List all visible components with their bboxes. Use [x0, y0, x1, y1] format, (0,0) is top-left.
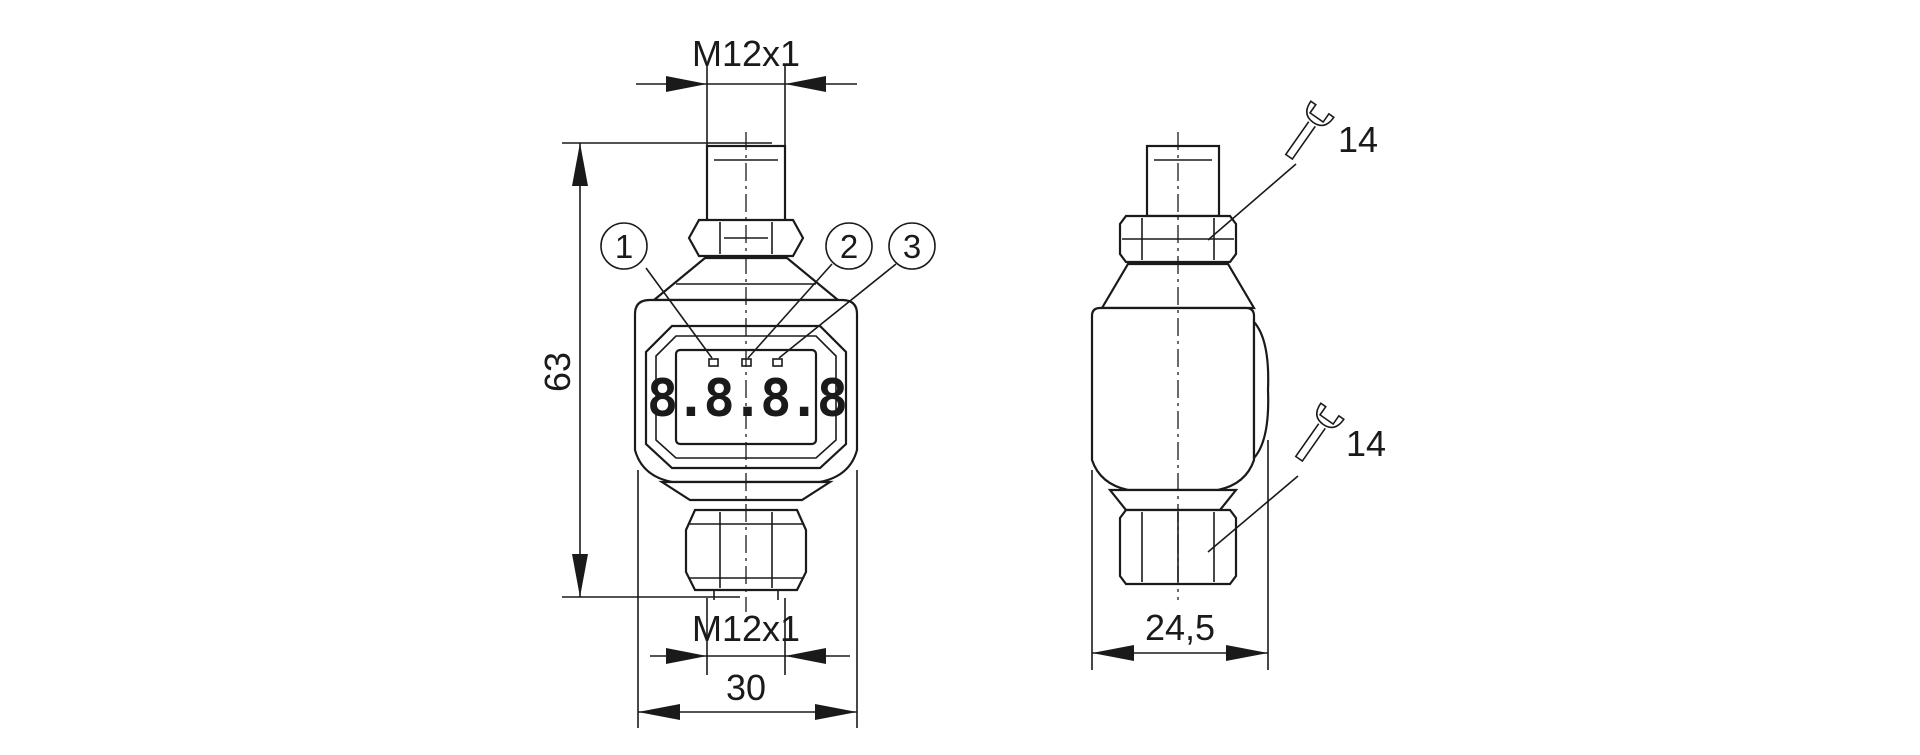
side-display-bulge [1252, 319, 1270, 461]
wrench-icon-top [1284, 100, 1335, 161]
side-top-thread-stub [1145, 144, 1221, 218]
front-view: 8.8.8.8 1 2 3 M12x1 [537, 33, 936, 728]
dim-thread-top: M12x1 [692, 33, 800, 74]
dim-height: 63 [537, 352, 578, 392]
side-view: 14 14 24,5 [1090, 100, 1386, 670]
side-lower-neck [1107, 488, 1239, 512]
side-upper-neck [1100, 262, 1256, 310]
callout-2 [825, 222, 873, 270]
svg-text:1: 1 [615, 228, 633, 265]
callout-3 [888, 222, 936, 270]
dim-width: 30 [726, 667, 766, 708]
svg-text:2: 2 [840, 228, 858, 265]
led-1 [708, 358, 719, 367]
wrench-size-bottom: 14 [1346, 423, 1386, 464]
led-3 [772, 358, 783, 367]
wrench-size-top: 14 [1338, 119, 1378, 160]
side-housing [1090, 306, 1256, 492]
dim-side-width: 24,5 [1145, 607, 1215, 648]
dim-thread-bottom: M12x1 [692, 608, 800, 649]
callout-1 [600, 222, 648, 270]
svg-text:3: 3 [903, 228, 921, 265]
wrench-icon-bottom [1294, 402, 1345, 463]
display-digits: 8.8.8.8 [647, 369, 846, 429]
